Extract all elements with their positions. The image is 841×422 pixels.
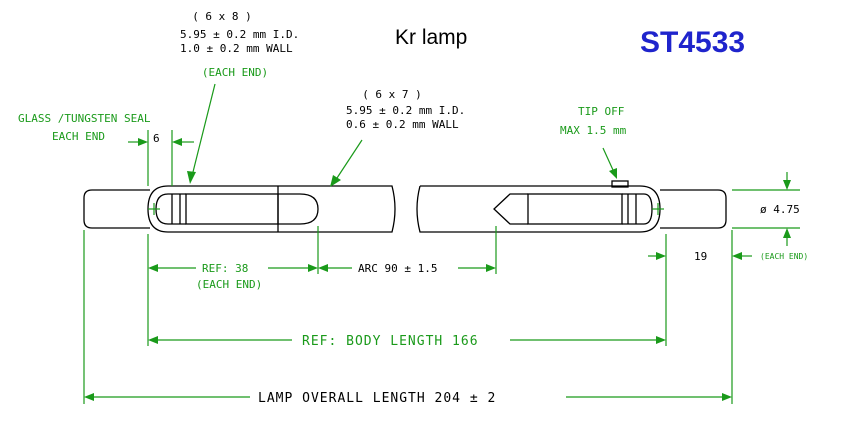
- cathode-tip: [493, 193, 528, 225]
- pin-diameter-dimension: ø 4.75: [732, 172, 800, 246]
- svg-text:ARC 90 ± 1.5: ARC 90 ± 1.5: [358, 262, 437, 275]
- lamp-outline: [83, 180, 727, 233]
- drawing-title: Kr lamp: [395, 26, 467, 49]
- svg-text:ø 4.75: ø 4.75: [760, 203, 800, 216]
- right-pin: [660, 189, 727, 229]
- svg-text:0.6 ± 0.2 mm WALL: 0.6 ± 0.2 mm WALL: [346, 118, 459, 131]
- left-body: [278, 185, 396, 233]
- svg-text:6: 6: [153, 132, 160, 145]
- svg-text:MAX 1.5 mm: MAX 1.5 mm: [560, 124, 627, 137]
- svg-text:TIP OFF: TIP OFF: [578, 105, 624, 118]
- extension-lines: [83, 226, 733, 404]
- svg-text:5.95 ± 0.2 mm I.D.: 5.95 ± 0.2 mm I.D.: [180, 28, 299, 41]
- body-length-dimension: REF: BODY LENGTH 166: [148, 334, 666, 349]
- left-end-cap: [147, 185, 278, 233]
- svg-text:EACH END: EACH END: [52, 130, 105, 143]
- right-electrode: [527, 193, 623, 225]
- svg-text:(EACH END): (EACH END): [196, 278, 262, 291]
- svg-text:5.95 ± 0.2 mm I.D.: 5.95 ± 0.2 mm I.D.: [346, 104, 465, 117]
- center-marks: [148, 203, 664, 215]
- seal-note: GLASS /TUNGSTEN SEAL EACH END 6: [18, 112, 194, 186]
- svg-text:1.0 ± 0.2 mm WALL: 1.0 ± 0.2 mm WALL: [180, 42, 293, 55]
- left-electrode: [185, 193, 279, 225]
- left-pin: [83, 189, 150, 229]
- pin-length-dimension: 19 (EACH END): [648, 250, 808, 263]
- end-section-note: ( 6 x 8 ) 5.95 ± 0.2 mm I.D. 1.0 ± 0.2 m…: [180, 10, 299, 184]
- svg-text:(EACH END): (EACH END): [760, 252, 808, 261]
- body-section-note: ( 6 x 7 ) 5.95 ± 0.2 mm I.D. 0.6 ± 0.2 m…: [330, 88, 465, 187]
- arc-dimension: ARC 90 ± 1.5: [318, 262, 496, 275]
- tip-off-note: TIP OFF MAX 1.5 mm: [560, 105, 627, 179]
- overall-length-dimension: LAMP OVERALL LENGTH 204 ± 2: [84, 391, 732, 406]
- svg-text:( 6 x 8 ): ( 6 x 8 ): [192, 10, 252, 23]
- svg-text:LAMP OVERALL LENGTH 204 ± 2: LAMP OVERALL LENGTH 204 ± 2: [258, 391, 496, 406]
- ref-end-dimension: REF: 38 (EACH END): [148, 262, 318, 291]
- svg-text:REF: 38: REF: 38: [202, 262, 248, 275]
- part-number: ST4533: [640, 26, 745, 59]
- tip-off-nub: [611, 180, 629, 188]
- svg-text:REF: BODY LENGTH 166: REF: BODY LENGTH 166: [302, 334, 479, 349]
- svg-text:( 6 x 7 ): ( 6 x 7 ): [362, 88, 422, 101]
- svg-text:GLASS /TUNGSTEN SEAL: GLASS /TUNGSTEN SEAL: [18, 112, 151, 125]
- right-body: [416, 185, 661, 233]
- svg-text:(EACH END): (EACH END): [202, 66, 268, 79]
- svg-text:19: 19: [694, 250, 707, 263]
- left-end-inner: [155, 193, 186, 225]
